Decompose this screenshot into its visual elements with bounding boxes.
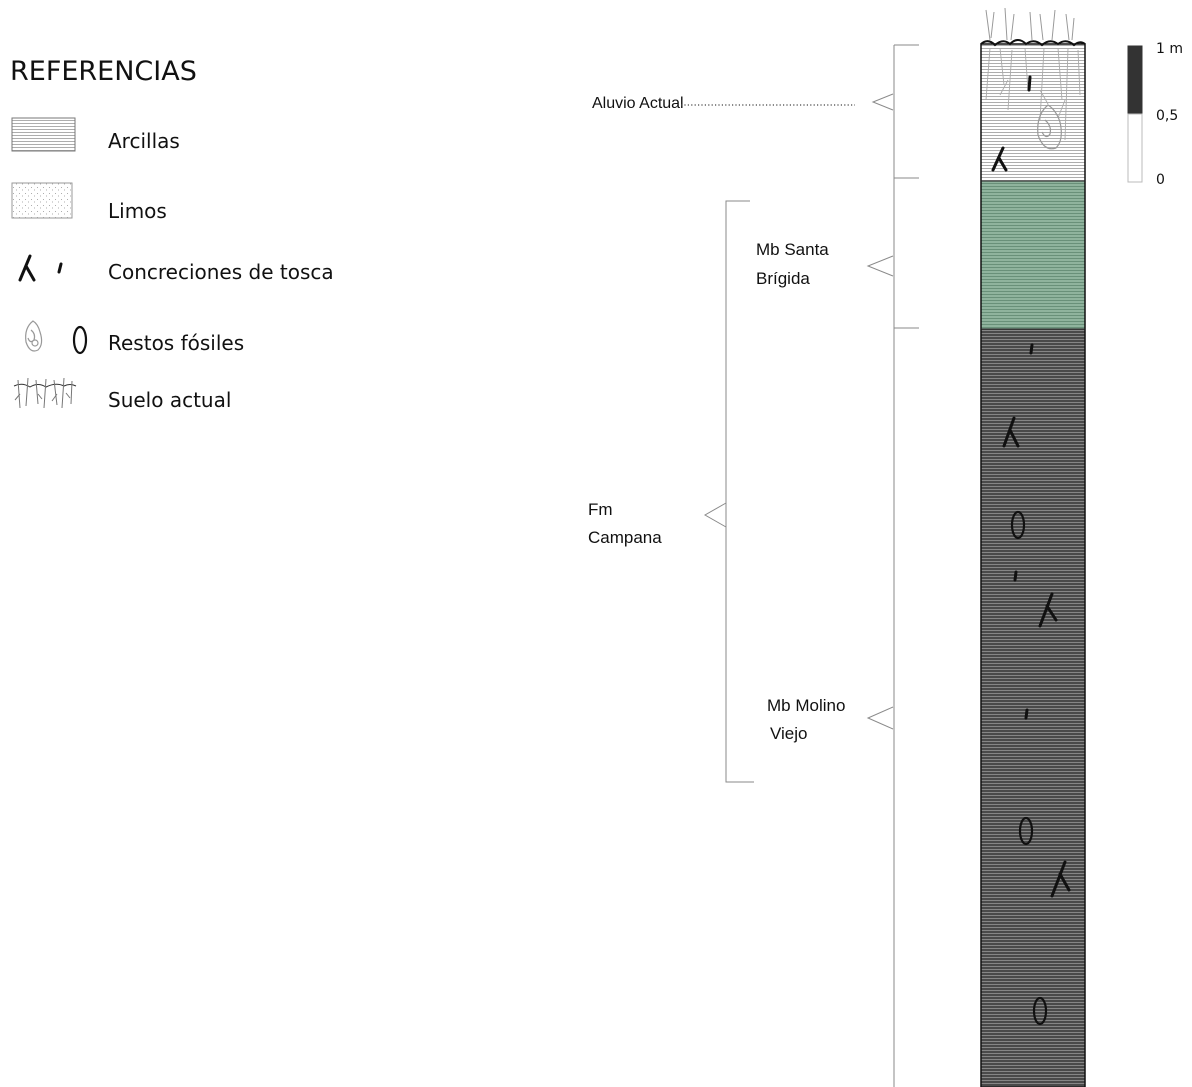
legend-label-tosca: Concreciones de tosca <box>108 260 334 284</box>
legend-item-arcillas: Arcillas <box>12 118 180 153</box>
legend-label-fosiles: Restos fósiles <box>108 331 244 355</box>
scale-bar-upper <box>1128 46 1142 114</box>
legend-item-limos: Limos <box>12 183 167 223</box>
legend-item-suelo: Suelo actual <box>14 378 231 412</box>
aluvio-label-text: Aluvio Actual <box>592 95 684 112</box>
soil-roots-icon <box>14 378 76 408</box>
santa-brigida-line1: Mb Santa <box>756 240 829 259</box>
santa-brigida-bracket <box>894 178 919 328</box>
campana-line1: Fm <box>588 500 613 519</box>
legend-label-arcillas: Arcillas <box>108 129 180 153</box>
tosca-nodule-icon <box>1015 572 1016 580</box>
tosca-nodule-icon <box>1029 77 1030 90</box>
silt-swatch-icon <box>12 183 72 218</box>
legend-item-tosca: Concreciones de tosca <box>20 256 334 284</box>
santa-brigida-arrow-icon <box>868 256 893 276</box>
tosca-nodule-icon <box>1031 345 1032 353</box>
legend-label-limos: Limos <box>108 199 167 223</box>
campana-line2: Campana <box>588 528 662 547</box>
scale-label-mid: 0,5 <box>1156 108 1178 124</box>
santa-brigida-line2: Brígida <box>756 269 810 288</box>
molino-viejo-line1: Mb Molino <box>767 696 845 715</box>
scale-bar-lower <box>1128 114 1142 182</box>
aluvio-label: Aluvio Actual <box>592 95 855 112</box>
scale-bar: 1 m 0,5 0 <box>1128 41 1183 188</box>
stratigraphic-column <box>981 8 1085 1087</box>
clay-swatch-icon <box>12 118 75 151</box>
campana-arrow-icon <box>705 503 726 527</box>
scale-label-bottom: 0 <box>1156 172 1165 188</box>
tosca-nodule-icon <box>20 256 61 280</box>
legend: REFERENCIAS Arcillas Limos Concreciones … <box>10 56 334 412</box>
layer-molino-viejo <box>981 329 1085 1087</box>
unit-annotations <box>705 45 919 1087</box>
layer-santa-brigida <box>981 181 1085 329</box>
campana-label: Fm Campana <box>588 500 662 547</box>
gastropod-shell-icon <box>26 321 42 351</box>
legend-title: REFERENCIAS <box>10 56 197 87</box>
molino-viejo-label: Mb Molino Viejo <box>767 696 845 743</box>
legend-item-fosiles: Restos fósiles <box>26 321 244 355</box>
scale-label-top: 1 m <box>1156 41 1183 57</box>
molino-viejo-arrow-icon <box>868 707 893 729</box>
tosca-nodule-icon <box>1026 710 1027 718</box>
aluvio-bracket <box>894 45 919 178</box>
legend-label-suelo: Suelo actual <box>108 388 231 412</box>
campana-bracket <box>726 201 754 782</box>
molino-viejo-line2: Viejo <box>770 724 808 743</box>
santa-brigida-label: Mb Santa Brígida <box>756 240 829 288</box>
bivalve-fossil-icon <box>74 327 86 353</box>
aluvio-arrow-icon <box>873 94 893 110</box>
